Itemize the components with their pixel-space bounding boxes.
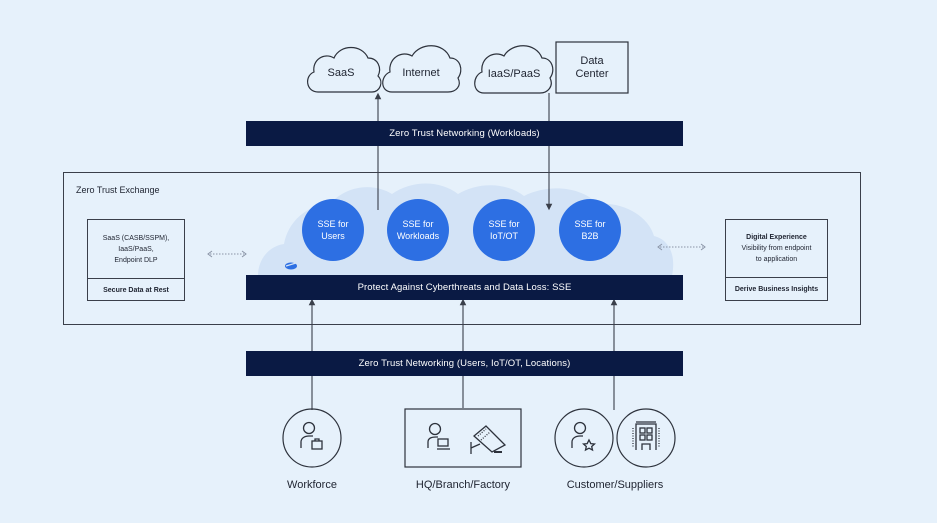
double-arrow-left-icon [207,250,247,258]
zscaler-logo-icon [285,262,297,270]
user-star-icon [571,421,597,452]
data-at-rest-line2: IaaS/PaaS, [118,245,154,253]
cloud-saas-label: SaaS [327,67,355,79]
cloud-internet-shape [382,45,462,93]
sse-workloads-line2: Workloads [396,231,440,241]
zero-trust-exchange-title: Zero Trust Exchange [76,185,160,195]
digital-experience-title: Digital Experience [746,234,807,241]
bar-workloads: Zero Trust Networking (Workloads) [246,121,683,146]
data-center-line2: Center [575,68,609,80]
customer-suppliers-label: Customer/Suppliers [566,479,664,491]
hq-box [404,408,522,468]
cloud-iaas-shape [474,45,554,94]
data-at-rest-line3: Endpoint DLP [114,256,158,264]
digital-experience-box: Digital Experience Visibility from endpo… [725,219,828,301]
customer-circle [554,408,614,468]
digital-experience-details: Digital Experience Visibility from endpo… [726,220,827,278]
workforce-circle [282,408,342,468]
sse-iot-line1: SSE for [488,219,520,229]
sse-b2b-line2: B2B [581,231,599,241]
sse-iot-line2: IoT/OT [489,231,518,241]
data-center-box [555,41,629,94]
sse-users-line2: Users [321,231,345,241]
digital-experience-line3: to application [755,256,798,263]
digital-experience-line2: Visibility from endpoint [741,245,812,252]
derive-business-insights-footer: Derive Business Insights [734,286,819,293]
bar-users-iot-locations: Zero Trust Networking (Users, IoT/OT, Lo… [246,351,683,376]
building-icon [632,421,660,450]
security-camera-icon [470,425,507,454]
secure-data-at-rest-footer: Secure Data at Rest [103,286,169,294]
bar-sse: Protect Against Cyberthreats and Data Lo… [246,275,683,300]
user-laptop-icon [427,422,450,450]
cloud-internet-label: Internet [402,67,440,79]
data-at-rest-details: SaaS (CASB/SSPM), IaaS/PaaS, Endpoint DL… [88,220,184,279]
cloud-saas-shape [307,46,382,93]
data-center-label: Data Center [556,55,628,81]
sse-workloads-line1: SSE for [402,219,434,229]
data-at-rest-box: SaaS (CASB/SSPM), IaaS/PaaS, Endpoint DL… [87,219,185,301]
sse-b2b-line1: SSE for [574,219,606,229]
data-center-line1: Data [580,55,604,67]
sse-users-line1: SSE for [317,219,349,229]
cloud-iaas-label: IaaS/PaaS [487,68,541,80]
data-at-rest-line1: SaaS (CASB/SSPM), [102,234,170,242]
zero-trust-exchange-frame [63,172,861,325]
double-arrow-right-icon [657,243,706,251]
user-briefcase-icon [300,421,323,450]
supplier-circle [616,408,676,468]
hq-branch-factory-label: HQ/Branch/Factory [415,479,511,491]
workforce-label: Workforce [287,479,337,491]
